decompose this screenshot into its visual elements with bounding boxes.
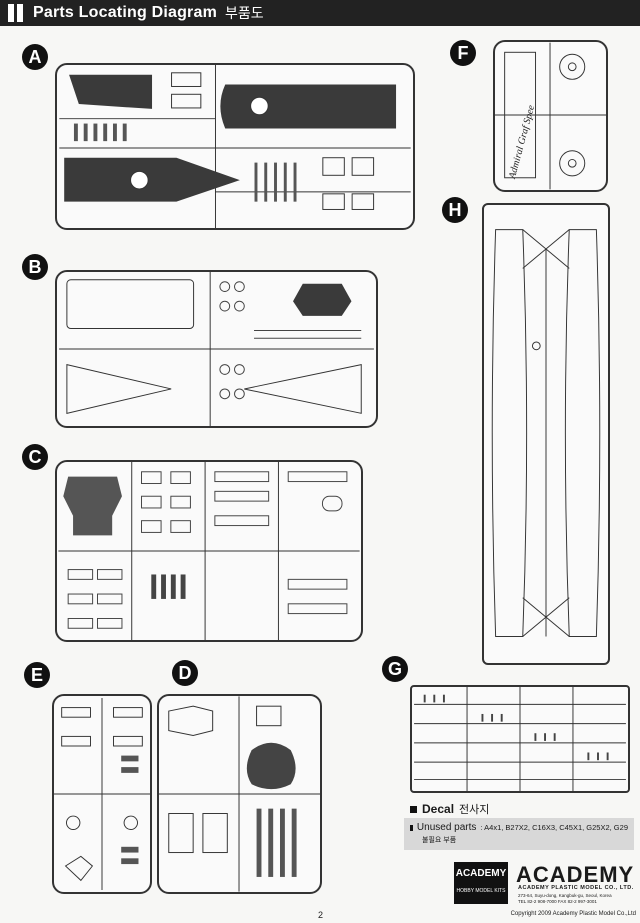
sprue-a-parts bbox=[59, 65, 411, 228]
sprue-label-b: B bbox=[22, 254, 48, 280]
company-address: 273-64, Suyu-dong, Kangbuk-gu, Seoul, Ko… bbox=[518, 893, 636, 905]
unused-parts-label: Unused parts bbox=[416, 822, 477, 833]
academy-wordmark: ACADEMY bbox=[516, 862, 635, 887]
decal-heading: Decal 전사지 bbox=[410, 801, 489, 817]
badge-bottom-text: HOBBY MODEL KITS bbox=[456, 888, 506, 894]
address-line-1: 273-64, Suyu-dong, Kangbuk-gu, Seoul, Ko… bbox=[518, 893, 612, 898]
sprue-g[interactable] bbox=[410, 685, 630, 793]
sprue-label-c: C bbox=[22, 444, 48, 470]
sprue-label-g: G bbox=[382, 656, 408, 682]
sprue-d-parts bbox=[159, 696, 320, 892]
company-name: ACADEMY PLASTIC MODEL CO., LTD. bbox=[518, 885, 634, 891]
sprue-h-hull bbox=[491, 229, 601, 637]
sprue-c-parts bbox=[58, 462, 360, 640]
sprue-e-parts bbox=[54, 698, 150, 890]
unused-parts-box: Unused parts : A4x1, B27X2, C16X3, C45X1… bbox=[404, 818, 634, 850]
sprue-a[interactable] bbox=[55, 63, 415, 230]
sprue-f-parts bbox=[495, 42, 606, 190]
page-title-ko: 부품도 bbox=[225, 5, 264, 21]
badge-top-text: ACADEMY bbox=[455, 868, 507, 879]
page-header: Parts Locating Diagram 부품도 bbox=[0, 0, 640, 26]
page-title: Parts Locating Diagram bbox=[33, 4, 218, 21]
bullet-square-icon bbox=[410, 824, 413, 831]
decal-label: Decal bbox=[422, 802, 455, 816]
unused-parts-note-ko: 불필요 부품 bbox=[422, 837, 457, 844]
header-bars bbox=[8, 4, 23, 22]
page-number: 2 bbox=[318, 910, 324, 920]
sprue-f[interactable]: Admiral Graf Spee bbox=[493, 40, 608, 192]
bullet-square-icon bbox=[410, 805, 417, 813]
sprue-label-a: A bbox=[22, 44, 48, 70]
sprue-label-h: H bbox=[442, 197, 468, 223]
academy-badge-logo: ACADEMY HOBBY MODEL KITS bbox=[454, 862, 508, 904]
address-line-2: TEL 82-2 908-7000 FAX 82-2 997-3001 bbox=[518, 899, 597, 904]
sprue-g-parts bbox=[414, 687, 626, 791]
sprue-b-parts bbox=[59, 272, 374, 426]
sprue-b[interactable] bbox=[55, 270, 378, 428]
sprue-h[interactable] bbox=[482, 203, 610, 665]
decal-label-ko: 전사지 bbox=[459, 804, 490, 816]
copyright-notice: Copyright 2009 Academy Plastic Model Co.… bbox=[510, 911, 636, 917]
sprue-c[interactable] bbox=[55, 460, 363, 642]
unused-parts-list: : A4x1, B27X2, C16X3, C45X1, G25X2, G29 bbox=[480, 823, 628, 832]
sprue-label-d: D bbox=[172, 660, 198, 686]
sprue-label-f: F bbox=[450, 40, 476, 66]
sprue-d[interactable] bbox=[157, 694, 322, 894]
sprue-label-e: E bbox=[24, 662, 50, 688]
sprue-e[interactable] bbox=[52, 694, 152, 894]
